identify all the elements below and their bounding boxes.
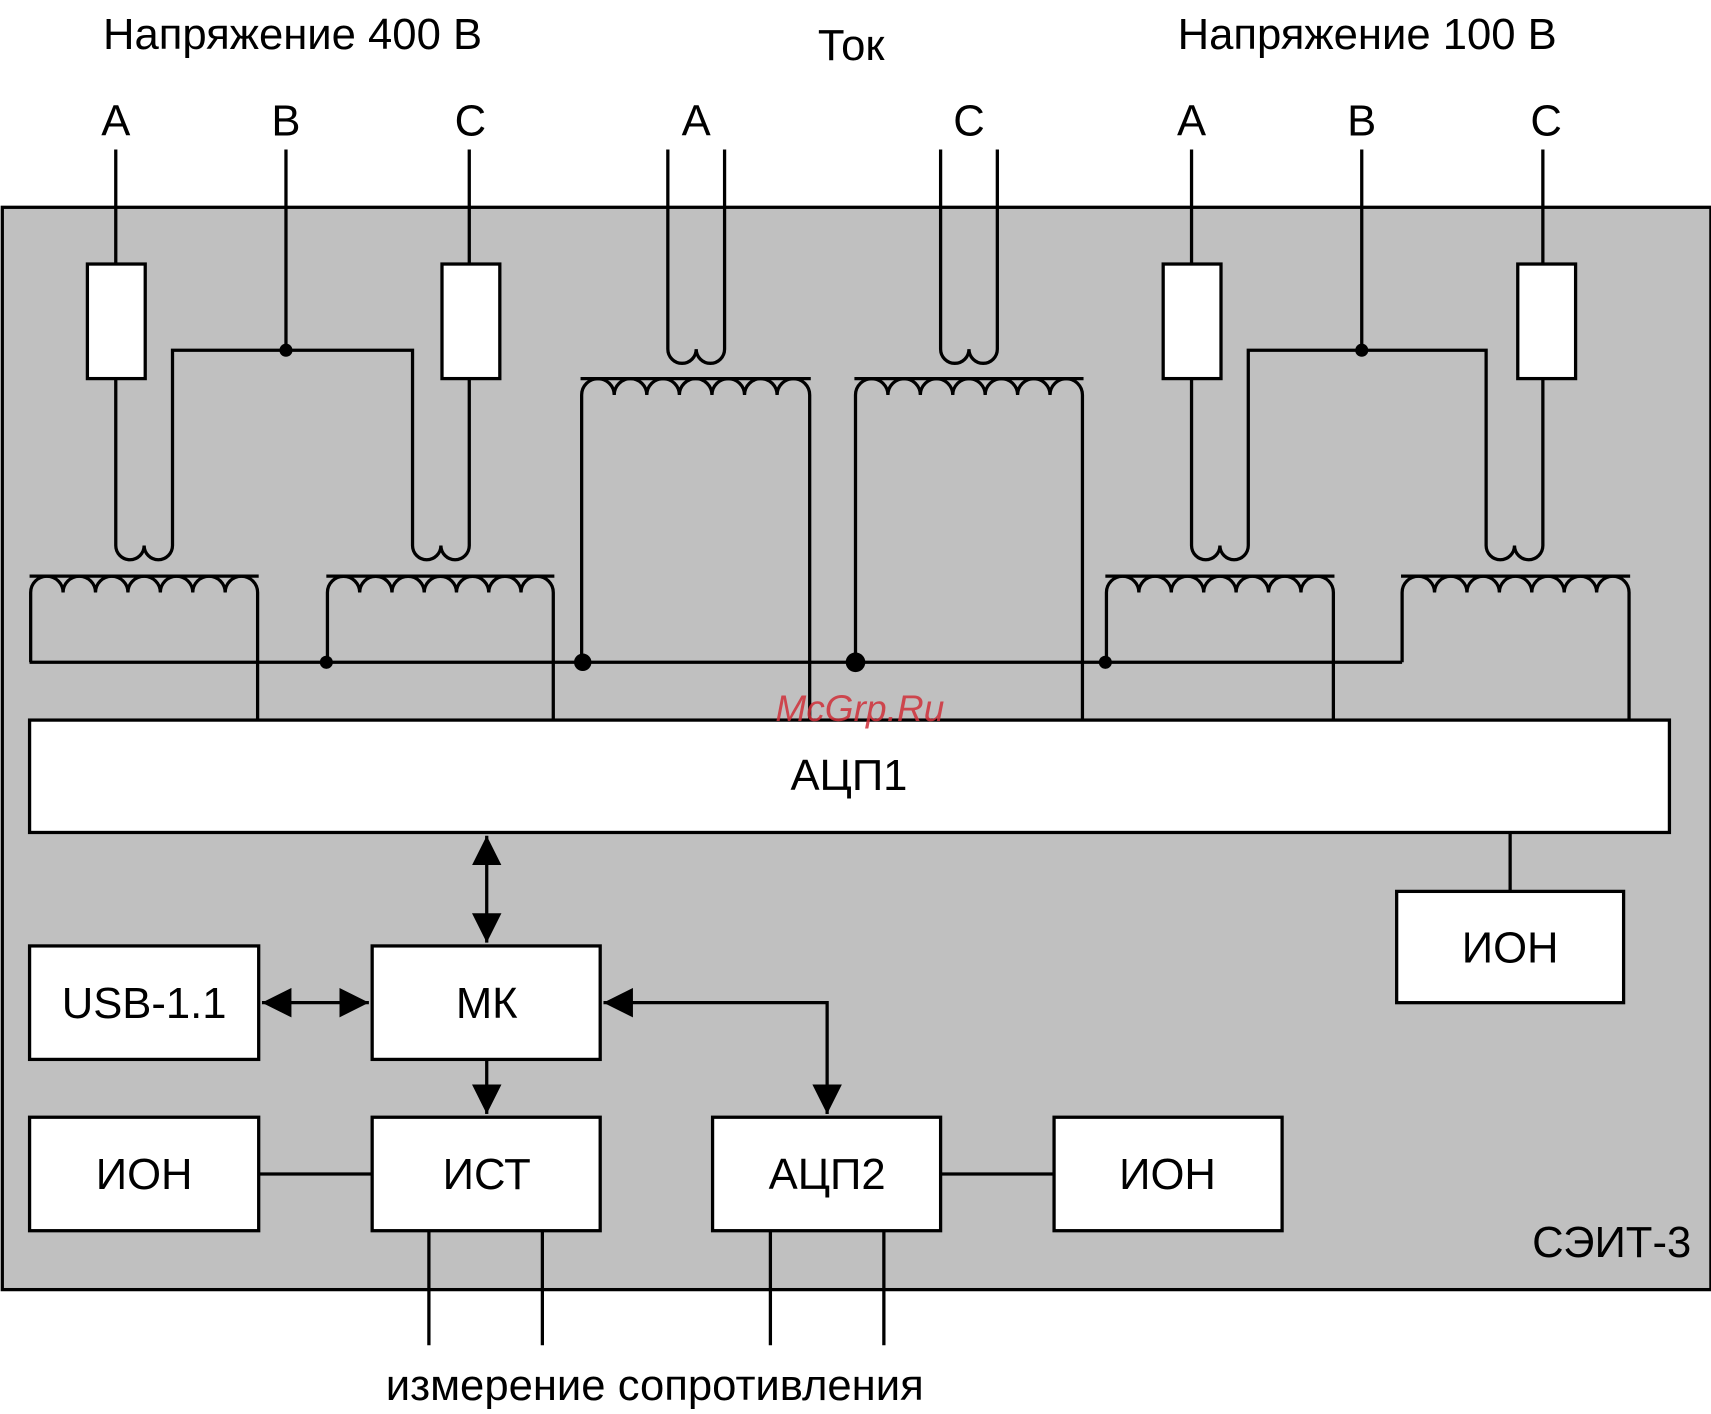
ion-left-label: ИОН xyxy=(96,1150,193,1199)
header-voltage-400: Напряжение 400 В xyxy=(103,10,482,59)
phase-label: A xyxy=(101,96,131,145)
header-current: Ток xyxy=(818,21,886,70)
resistor-a-400 xyxy=(85,262,147,381)
usb-block xyxy=(27,944,261,1062)
phase-label: C xyxy=(455,96,487,145)
vt-a-100-coil xyxy=(1104,574,1336,721)
mk-adc2-link xyxy=(603,987,842,1114)
current-c-primary xyxy=(938,149,999,365)
junction-dot xyxy=(845,652,866,673)
phase-label: C xyxy=(1530,96,1562,145)
ion-left-block xyxy=(27,1115,261,1233)
junction-dot xyxy=(279,343,293,357)
adc2-terminals xyxy=(768,1230,886,1346)
ist-label: ИСТ xyxy=(443,1150,531,1199)
phase-label: C xyxy=(953,96,985,145)
junction-dot xyxy=(574,653,592,671)
vt-c-100-coil xyxy=(1400,574,1631,721)
junction-dot xyxy=(1098,655,1112,669)
phase-label: A xyxy=(682,96,712,145)
ion-right-label: ИОН xyxy=(1462,923,1559,972)
junction-dot xyxy=(319,655,333,669)
resistor-a-100 xyxy=(1161,262,1223,381)
bottom-label: измерение сопротивления xyxy=(386,1361,924,1410)
ion-bottom-label: ИОН xyxy=(1119,1150,1216,1199)
phase-label: A xyxy=(1177,96,1207,145)
mk-block xyxy=(370,944,602,1062)
phase-label: B xyxy=(271,96,300,145)
vt-a-400-coil xyxy=(29,574,260,721)
ist-block xyxy=(370,1115,602,1233)
current-a-primary xyxy=(666,149,727,365)
vt-c-400-coil xyxy=(325,574,555,721)
ist-terminals xyxy=(427,1230,545,1346)
usb-label: USB-1.1 xyxy=(62,979,227,1028)
resistor-c-400 xyxy=(440,262,502,381)
phase-label: B xyxy=(1347,96,1376,145)
adc2-block xyxy=(710,1115,943,1233)
watermark: McGrp.Ru xyxy=(775,687,944,729)
ct-c-coil xyxy=(853,377,1085,721)
ion-bottom-block xyxy=(1052,1115,1284,1233)
adc1-label: АЦП1 xyxy=(790,751,907,800)
header-voltage-100: Напряжение 100 В xyxy=(1178,10,1557,59)
ion-right-block xyxy=(1395,889,1626,1005)
junction-dot xyxy=(1355,343,1369,357)
device-label: СЭИТ-3 xyxy=(1532,1218,1691,1267)
adc2-label: АЦП2 xyxy=(769,1150,886,1199)
mk-label: МК xyxy=(456,979,518,1028)
wiring xyxy=(29,149,1631,1346)
ct-a-coil xyxy=(580,377,812,721)
resistor-c-100 xyxy=(1516,262,1578,381)
adc1-block xyxy=(27,718,1672,835)
